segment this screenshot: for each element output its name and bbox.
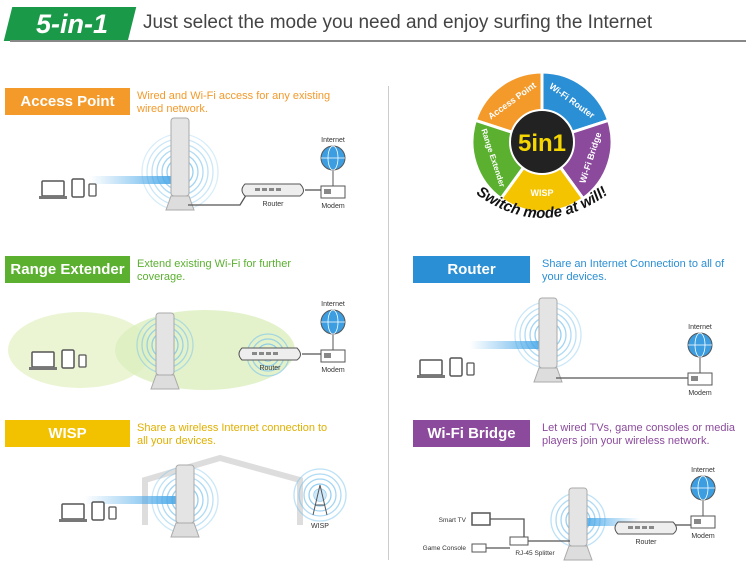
laptop-icon	[29, 367, 57, 370]
router-port	[269, 188, 274, 191]
router-port	[276, 188, 281, 191]
internet-caption: Internet	[321, 137, 345, 144]
smart-tv-caption: Smart TV	[439, 517, 467, 524]
router-port	[635, 526, 640, 529]
wisp-caption: WISP	[311, 523, 329, 530]
modem-caption: Modem	[321, 203, 345, 210]
router-desc: Share an Internet Connection to all of y…	[542, 258, 725, 283]
laptop-icon	[39, 196, 67, 199]
router-port	[252, 352, 257, 355]
signal-beam	[578, 518, 640, 526]
wifi-bridge-desc: Let wired TVs, game consoles or media pl…	[542, 422, 735, 447]
game-console-caption: Game Console	[423, 545, 467, 552]
laptop-icon	[419, 359, 443, 376]
router-port	[628, 526, 633, 529]
wheel-center	[509, 109, 575, 175]
tablet-icon	[71, 178, 85, 198]
router-port	[255, 188, 260, 191]
house-outline	[142, 454, 303, 525]
tv-icon	[471, 512, 491, 526]
laptop-icon	[41, 180, 65, 197]
tower-base	[533, 367, 563, 383]
splitter-icon	[509, 536, 529, 546]
phone-icon	[88, 183, 97, 197]
tablet-icon	[61, 349, 75, 369]
wifi-bridge-label: Wi-Fi Bridge	[413, 420, 530, 447]
extender-tower	[538, 297, 558, 369]
router-port	[273, 352, 278, 355]
router-caption: Router	[635, 539, 657, 546]
tower-base	[165, 195, 195, 211]
laptop-icon	[59, 519, 87, 522]
laptop-icon	[61, 503, 85, 520]
modem-caption: Modem	[691, 533, 715, 540]
tower-base	[170, 522, 200, 538]
router-port	[259, 352, 264, 355]
laptop-icon	[417, 375, 445, 378]
phone-icon	[466, 362, 475, 376]
modem-caption: Modem	[321, 367, 345, 374]
router-port	[262, 188, 267, 191]
extender-tower	[170, 117, 190, 197]
column-divider	[388, 86, 389, 560]
header-divider	[10, 40, 746, 42]
modem-port	[694, 519, 701, 524]
wifi-waves	[298, 473, 342, 517]
phone-icon	[78, 354, 87, 368]
wheel-segment-label: WISP	[530, 188, 553, 198]
wisp-label: WISP	[5, 420, 130, 447]
tower-base	[150, 374, 180, 390]
access-point-desc: Wired and Wi-Fi access for any existing …	[137, 90, 331, 115]
modem-caption: Modem	[688, 390, 712, 397]
router-port	[642, 526, 647, 529]
page-title: Just select the mode you need and enjoy …	[143, 12, 653, 33]
router-port	[649, 526, 654, 529]
tablet-icon	[449, 357, 463, 377]
modem-port	[691, 376, 698, 381]
router-port	[266, 352, 271, 355]
internet-caption: Internet	[321, 301, 345, 308]
modem-port	[324, 189, 331, 194]
phone-icon	[108, 506, 117, 520]
tower-base	[563, 545, 593, 561]
extender-tower	[155, 312, 175, 376]
signal-beam	[85, 496, 185, 504]
mode-badge: 5-in-1	[35, 9, 108, 39]
router-caption: Router	[259, 365, 281, 372]
wifi-waves	[303, 478, 337, 512]
range-extender-desc: Extend existing Wi-Fi for further covera…	[137, 258, 292, 283]
router-label: Router	[413, 256, 530, 283]
internet-caption: Internet	[691, 467, 715, 474]
laptop-icon	[31, 351, 55, 368]
wifi-waves	[314, 489, 326, 501]
range-extender-label: Range Extender	[5, 256, 130, 283]
tablet-icon	[91, 501, 105, 521]
extender-tower	[568, 487, 588, 547]
wifi-waves	[293, 468, 347, 522]
access-point-label: Access Point	[5, 88, 130, 115]
modem-port	[324, 353, 331, 358]
wifi-waves	[308, 483, 332, 507]
router-caption: Router	[262, 201, 284, 208]
extender-tower	[175, 464, 195, 524]
internet-caption: Internet	[688, 324, 712, 331]
signal-beam	[470, 341, 548, 349]
splitter-caption: RJ-45 Splitter	[515, 550, 555, 557]
wheel-center-text: 5in1	[518, 130, 566, 157]
game-console-icon	[471, 543, 487, 553]
signal-beam	[90, 176, 180, 184]
cable	[490, 518, 525, 537]
wisp-antenna-icon	[312, 484, 328, 516]
wisp-desc: Share a wireless Internet connection to …	[137, 422, 328, 447]
